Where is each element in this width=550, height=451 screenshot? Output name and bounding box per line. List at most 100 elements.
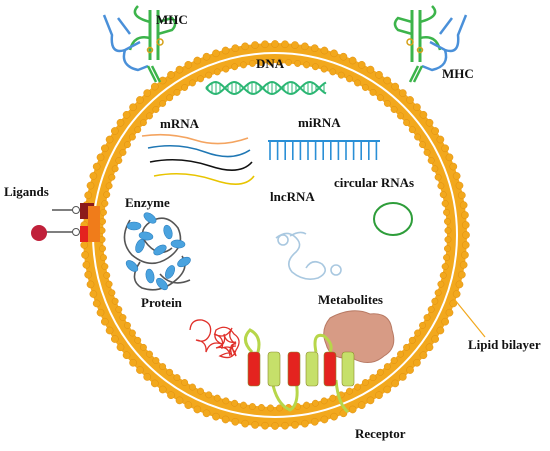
- lipid-head: [197, 387, 204, 395]
- lipid-head: [390, 357, 398, 364]
- lipid-head: [425, 118, 434, 127]
- lipid-head: [96, 153, 105, 162]
- lipid-head: [231, 399, 239, 407]
- lipid-head: [452, 172, 461, 180]
- lipid-head: [431, 297, 439, 305]
- lipid-head: [403, 119, 411, 127]
- lipid-head: [80, 241, 89, 249]
- lipid-head: [311, 399, 319, 407]
- lipid-head: [346, 75, 353, 83]
- lipid-head: [413, 103, 421, 112]
- lipid-head: [124, 321, 131, 329]
- lipid-head: [222, 65, 230, 73]
- lipid-head: [445, 308, 454, 317]
- mhc-left: MHC: [102, 5, 188, 83]
- lipid-head: [110, 127, 119, 135]
- lipid-head: [339, 52, 348, 61]
- enzyme-helix: [170, 239, 186, 249]
- lipid-head: [398, 89, 407, 97]
- protein-label: Protein: [141, 295, 183, 310]
- lipid-head: [413, 358, 421, 367]
- lipid-head: [301, 419, 309, 428]
- lipid-head: [441, 263, 449, 270]
- metabolites-label: Metabolites: [318, 292, 383, 307]
- lipid-head: [398, 373, 407, 381]
- circular-rna: circular RNAs: [334, 175, 414, 236]
- lipid-head: [143, 89, 152, 97]
- lipid-head: [408, 126, 416, 134]
- lipid-head: [103, 271, 111, 279]
- lipid-head: [303, 61, 310, 69]
- lipid-head: [110, 335, 119, 343]
- lipid-head: [383, 363, 391, 371]
- receptor-helix: [341, 351, 355, 387]
- lipid-head: [320, 65, 328, 73]
- lipid-head: [202, 52, 211, 61]
- metabolite-blob: [323, 310, 395, 363]
- lipid-head: [366, 65, 375, 74]
- lipid-head: [375, 391, 383, 400]
- lipid-head: [231, 417, 240, 426]
- lipid-head: [167, 70, 175, 79]
- lipid-head: [86, 181, 95, 190]
- lipid-head: [397, 112, 404, 120]
- lipid-head: [122, 351, 131, 360]
- lipid-head: [441, 144, 450, 153]
- enzyme-helix: [153, 244, 167, 256]
- lipid-head: [139, 343, 147, 351]
- lipid-head: [92, 299, 101, 308]
- ligand-receptor-body: [88, 206, 100, 242]
- lipid-head: [82, 261, 91, 269]
- lipid-head: [150, 379, 159, 388]
- lipid-head: [291, 421, 299, 429]
- lipid-head: [175, 396, 184, 405]
- lipid-head: [193, 56, 202, 65]
- lipid-head: [329, 394, 337, 402]
- lipid-head: [444, 217, 451, 225]
- lipid-head: [348, 405, 357, 414]
- lipid-head: [212, 49, 220, 58]
- lipid-head: [310, 417, 319, 426]
- lipid-head: [439, 191, 447, 199]
- ligands-label: Ligands: [4, 184, 49, 199]
- lipid-head: [461, 241, 470, 249]
- lipid-head: [221, 415, 230, 424]
- lipid-head: [441, 317, 450, 326]
- enzyme-helix: [156, 277, 168, 291]
- enzyme-helix: [135, 239, 145, 253]
- receptor-helix: [287, 351, 301, 387]
- lipid-head: [361, 84, 369, 91]
- lipid-head: [455, 280, 464, 289]
- lipid-head: [115, 306, 123, 313]
- lipid-head: [116, 118, 125, 127]
- lipid-head: [222, 397, 230, 405]
- lipid-head: [414, 133, 422, 141]
- lipid-head: [159, 363, 167, 371]
- lipid-head: [197, 75, 204, 83]
- enzyme-helix: [163, 224, 173, 240]
- lipid-head: [431, 127, 440, 135]
- lipid-head: [431, 165, 439, 173]
- lipid-head: [276, 404, 283, 412]
- lipid-head: [329, 68, 337, 76]
- lipid-head: [459, 261, 468, 269]
- lipid-head: [383, 385, 392, 394]
- lipid-head: [403, 343, 411, 351]
- enzyme-helix: [138, 231, 154, 241]
- metabolites: Metabolites: [318, 292, 395, 363]
- lipid-head: [281, 40, 289, 49]
- lipid-head: [100, 254, 107, 262]
- lipid-head: [320, 397, 328, 405]
- lipid-head: [261, 40, 269, 49]
- lipid-head: [119, 314, 127, 321]
- lipid-head: [181, 379, 189, 386]
- lipid-head: [267, 58, 274, 66]
- lipid-head: [248, 403, 256, 410]
- receptor-label: Receptor: [355, 426, 406, 441]
- lipid-head: [267, 404, 274, 412]
- lipid-head: [271, 422, 279, 430]
- lipid-head: [449, 299, 458, 308]
- lipid-head: [457, 270, 466, 279]
- lipid-head: [445, 153, 454, 162]
- lipid-head: [158, 385, 167, 394]
